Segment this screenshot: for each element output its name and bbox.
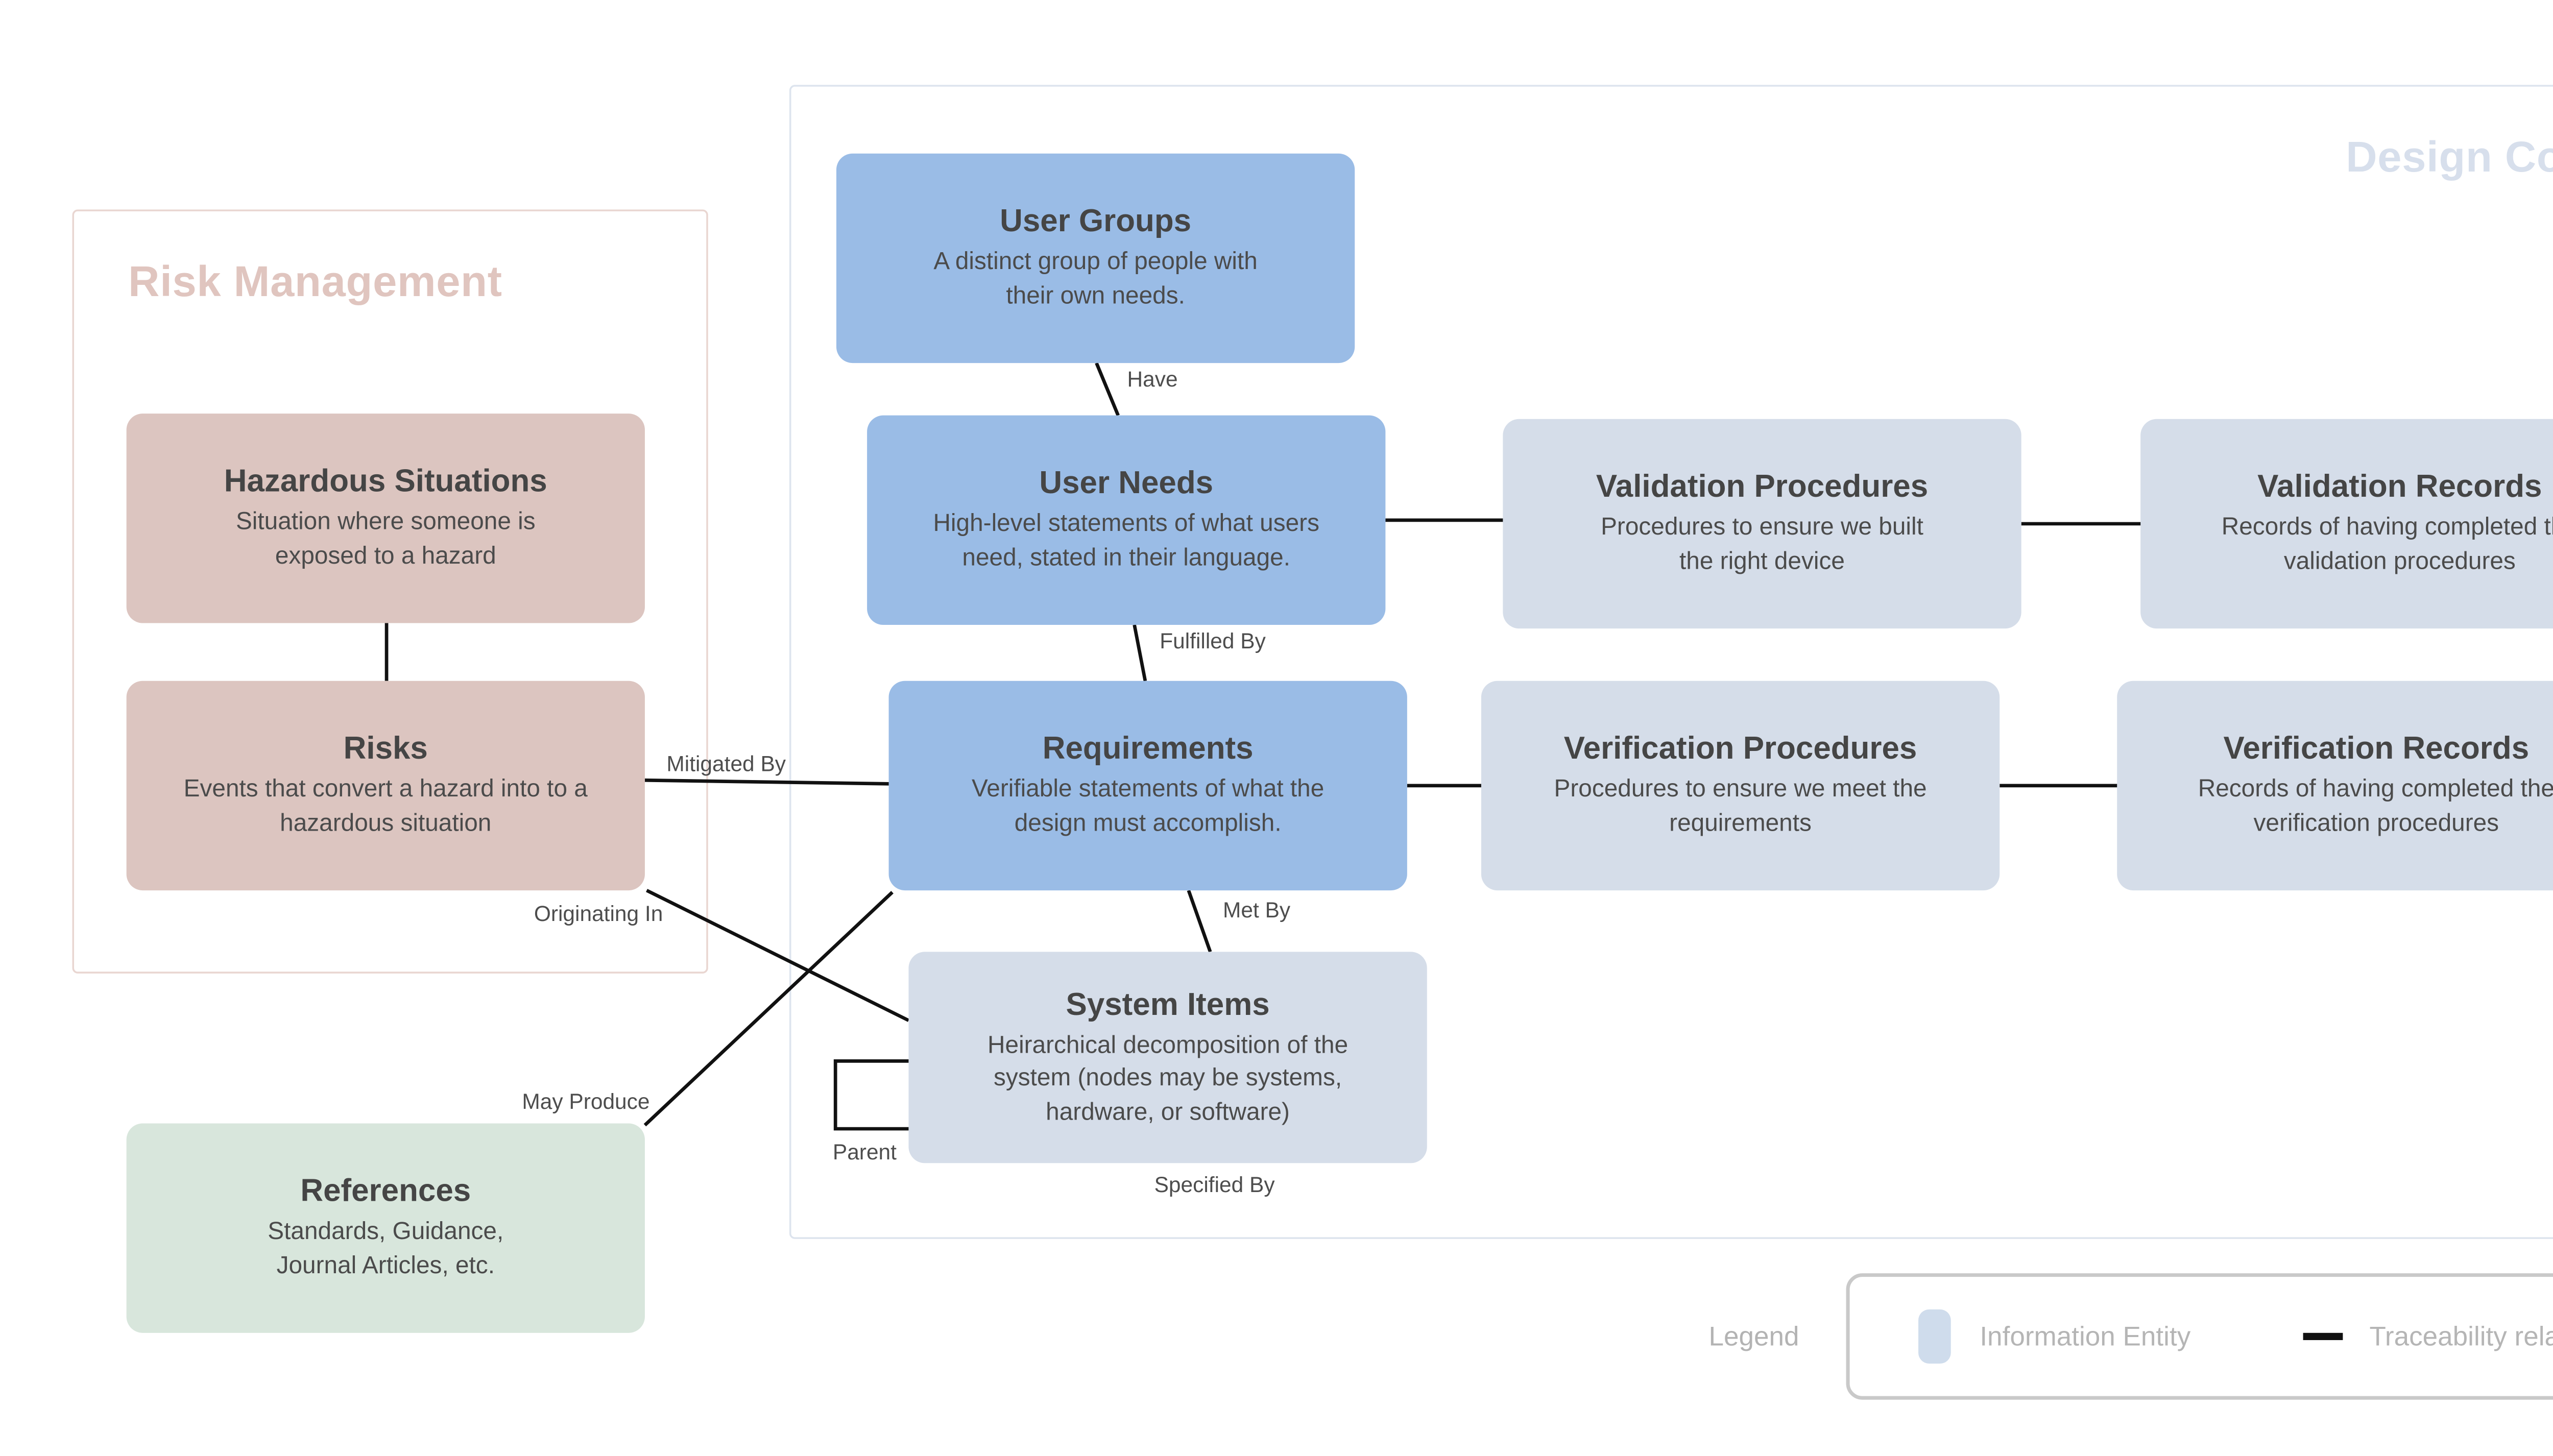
validation-records-box-subtitle: Records of having completed the validati… — [2221, 514, 2553, 574]
user-needs-box-subtitle: High-level statements of what users need… — [933, 509, 1320, 571]
user-needs-box: User Needs High-level statements of what… — [867, 415, 1386, 625]
user-groups-box-subtitle: A distinct group of people with their ow… — [933, 248, 1258, 309]
design-controls-container: Design Controls — [789, 85, 2553, 1239]
validation-procedures-box-subtitle: Procedures to ensure we built the right … — [1601, 514, 1923, 574]
verification-procedures-box: Verification Procedures Procedures to en… — [1481, 681, 2000, 891]
information-entity-swatch-icon — [1918, 1309, 1951, 1364]
edge-have — [1095, 362, 1120, 416]
legend-box: Information Entity Traceability relation… — [1846, 1273, 2553, 1400]
user-needs-box-title: User Needs — [1039, 465, 1214, 501]
validation-procedures-box: Validation Procedures Procedures to ensu… — [1503, 419, 2021, 629]
references-box: References Standards, Guidance, Journal … — [126, 1123, 645, 1333]
edge-parent-self-loop — [833, 1059, 909, 1131]
specified-by-label: Specified By — [1154, 1172, 1275, 1198]
verification-records-box-subtitle: Records of having completed the verifica… — [2198, 775, 2553, 836]
user-groups-box: User Groups A distinct group of people w… — [836, 153, 1355, 363]
hazardous-situations-box-title: Hazardous Situations — [224, 463, 547, 499]
traceability-line-icon — [2302, 1332, 2343, 1340]
legend-entity-label: Information Entity — [1980, 1321, 2191, 1352]
edge-mitigated-by — [644, 778, 891, 786]
hazardous-situations-box-subtitle: Situation where someone is exposed to a … — [235, 508, 536, 569]
mitigated-by-label: Mitigated By — [666, 751, 786, 777]
design-controls-title: Design Controls — [2346, 133, 2553, 183]
validation-records-box-title: Validation Records — [2257, 468, 2542, 505]
requirements-box-title: Requirements — [1042, 730, 1254, 767]
verification-records-box-title: Verification Records — [2223, 730, 2530, 767]
system-items-box-title: System Items — [1066, 985, 1270, 1022]
verification-records-box: Verification Records Records of having c… — [2117, 681, 2553, 891]
risks-box-subtitle: Events that convert a hazard into to a h… — [183, 775, 588, 836]
system-items-box-subtitle: Heirarchical decomposition of the system… — [988, 1030, 1348, 1125]
validation-procedures-box-title: Validation Procedures — [1596, 468, 1929, 505]
references-box-subtitle: Standards, Guidance, Journal Articles, e… — [268, 1218, 504, 1279]
risks-box-title: Risks — [343, 730, 428, 767]
legend-line-label: Traceability relationship — [2369, 1321, 2553, 1352]
edge-originating-in — [646, 889, 909, 1022]
requirements-box-subtitle: Verifiable statements of what the design… — [972, 775, 1324, 836]
edge-may-produce — [643, 891, 894, 1127]
risk-management-title: Risk Management — [128, 258, 502, 307]
edge-met-by — [1187, 889, 1212, 953]
user-groups-box-title: User Groups — [1000, 203, 1192, 239]
validation-records-box: Validation Records Records of having com… — [2140, 419, 2553, 629]
have-label: Have — [1127, 367, 1178, 392]
requirements-box: Requirements Verifiable statements of wh… — [888, 681, 1407, 891]
edge-fulfilled-by — [1133, 624, 1147, 682]
verification-procedures-box-subtitle: Procedures to ensure we meet the require… — [1554, 775, 1927, 836]
risks-box: Risks Events that convert a hazard into … — [126, 681, 645, 891]
may-produce-label: May Produce — [522, 1089, 650, 1114]
system-items-box: System Items Heirarchical decomposition … — [908, 952, 1427, 1163]
risk-management-container: Risk Management — [72, 209, 708, 974]
hazardous-situations-box: Hazardous Situations Situation where som… — [126, 414, 645, 623]
legend-caption: Legend — [1708, 1322, 1799, 1353]
parent-label: Parent — [832, 1139, 897, 1165]
fulfilled-by-label: Fulfilled By — [1160, 628, 1266, 654]
references-box-title: References — [300, 1173, 471, 1209]
verification-procedures-box-title: Verification Procedures — [1563, 730, 1917, 767]
met-by-label: Met By — [1223, 897, 1291, 923]
originating-in-label: Originating In — [534, 901, 663, 927]
